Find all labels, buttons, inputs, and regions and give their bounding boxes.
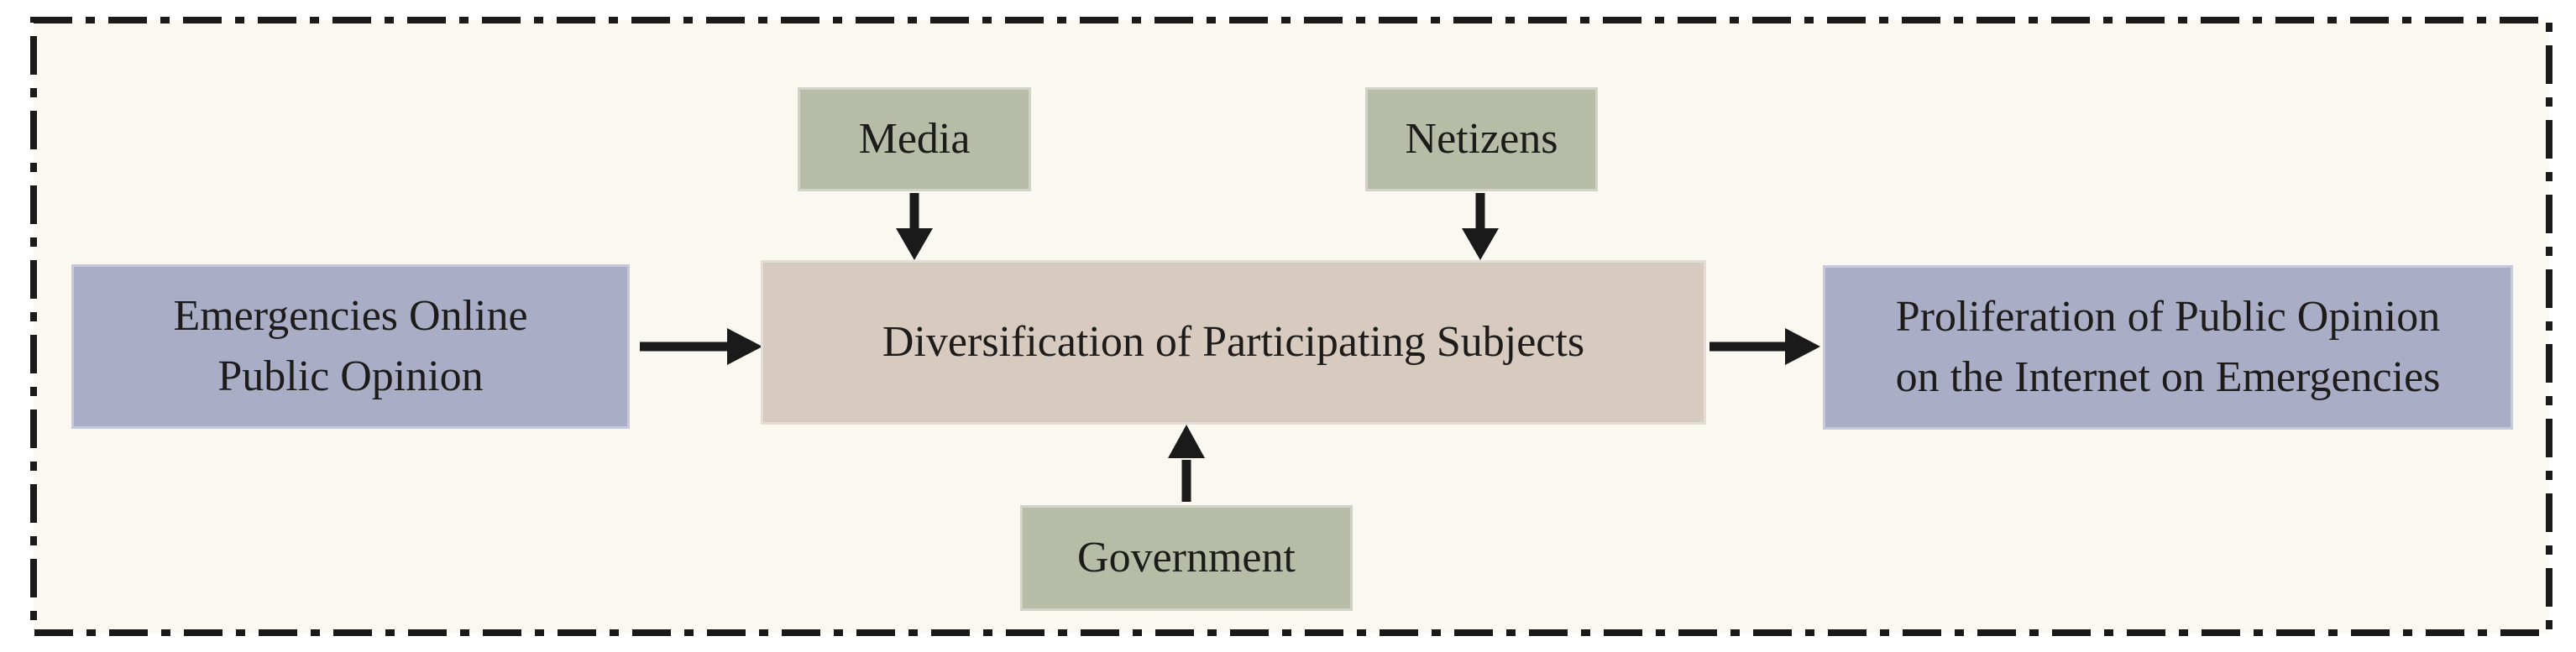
emergencies-online-public-opinion-box: Emergencies Online Public Opinion [71,264,630,429]
box-label-line: Emergencies Online [173,292,528,341]
media-box: Media [798,87,1031,191]
netizens-box: Netizens [1365,87,1598,191]
box-label-line: Proliferation of Public Opinion [1895,293,2441,342]
arrow-media-to-diversification [896,193,933,260]
government-box: Government [1020,505,1353,611]
proliferation-of-public-opinion-box: Proliferation of Public Opinion on the I… [1823,265,2513,430]
arrow-diversification-to-proliferation [1709,328,1820,365]
arrow-netizens-to-diversification [1462,193,1499,260]
box-label-line: Media [858,115,971,164]
box-label-line: Netizens [1405,115,1558,164]
box-label-line: Government [1077,534,1296,582]
box-label-line: Diversification of Participating Subject… [882,318,1585,367]
box-label-line: on the Internet on Emergencies [1895,353,2441,401]
dash-dot-border [30,17,2552,636]
box-label-line: Public Opinion [217,352,484,400]
arrow-emergencies-to-diversification [640,328,762,365]
diversification-of-participating-subjects-box: Diversification of Participating Subject… [761,260,1706,425]
arrow-government-to-diversification [1168,425,1205,502]
